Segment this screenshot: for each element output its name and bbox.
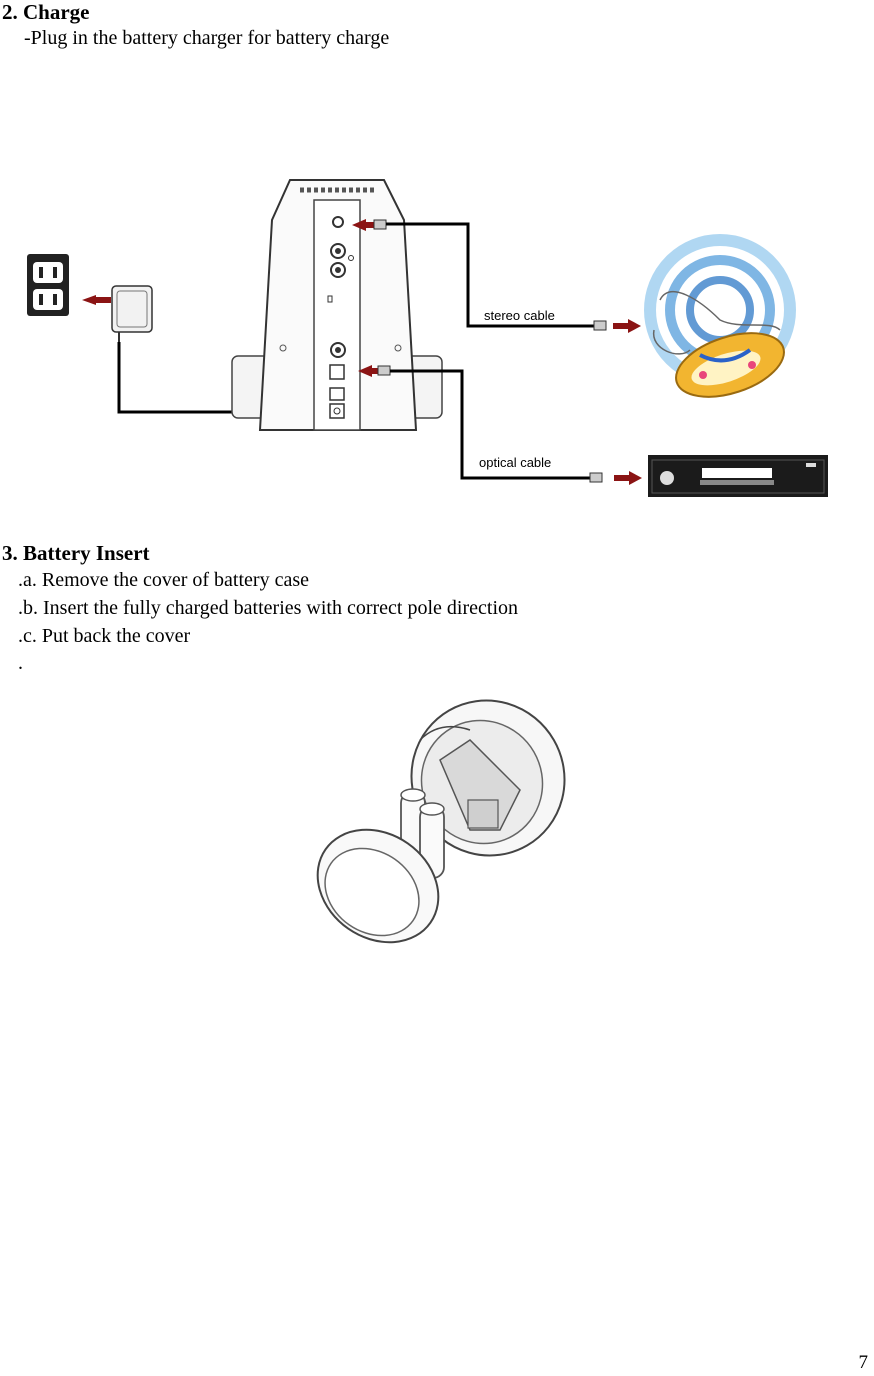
optical-cable (390, 369, 590, 480)
power-adapter-icon (111, 285, 153, 342)
battery-icon (400, 788, 426, 867)
arrow-icon (358, 365, 372, 377)
battery-icon (419, 802, 445, 879)
optical-cable-label: optical cable (479, 455, 551, 470)
battery-step-d: . (18, 652, 23, 674)
dvd-player-icon (648, 455, 828, 497)
stereo-cable-label: stereo cable (484, 308, 555, 323)
page-number: 7 (858, 1352, 869, 1373)
portable-player-icon (644, 234, 796, 398)
charge-instruction: -Plug in the battery charger for battery… (24, 27, 390, 49)
battery-step-b: .b. Insert the fully charged batteries w… (18, 597, 518, 619)
speaker-unit-back (231, 179, 443, 431)
section-charge-title: 2. Charge (2, 0, 90, 24)
wall-outlet-icon (27, 254, 69, 316)
section-battery-title: 3. Battery Insert (2, 541, 150, 565)
battery-step-a: .a. Remove the cover of battery case (18, 569, 309, 591)
arrow-icon (629, 471, 642, 485)
battery-cover-icon (316, 828, 440, 944)
arrow-icon (628, 319, 641, 333)
stereo-cable (386, 222, 594, 328)
power-cable (117, 342, 276, 414)
charge-connection-diagram: stereo cable optical cable (27, 179, 828, 497)
battery-case-icon (410, 699, 566, 857)
arrow-icon (352, 219, 366, 231)
battery-step-c: .c. Put back the cover (18, 625, 191, 647)
arrow-icon (82, 295, 96, 305)
